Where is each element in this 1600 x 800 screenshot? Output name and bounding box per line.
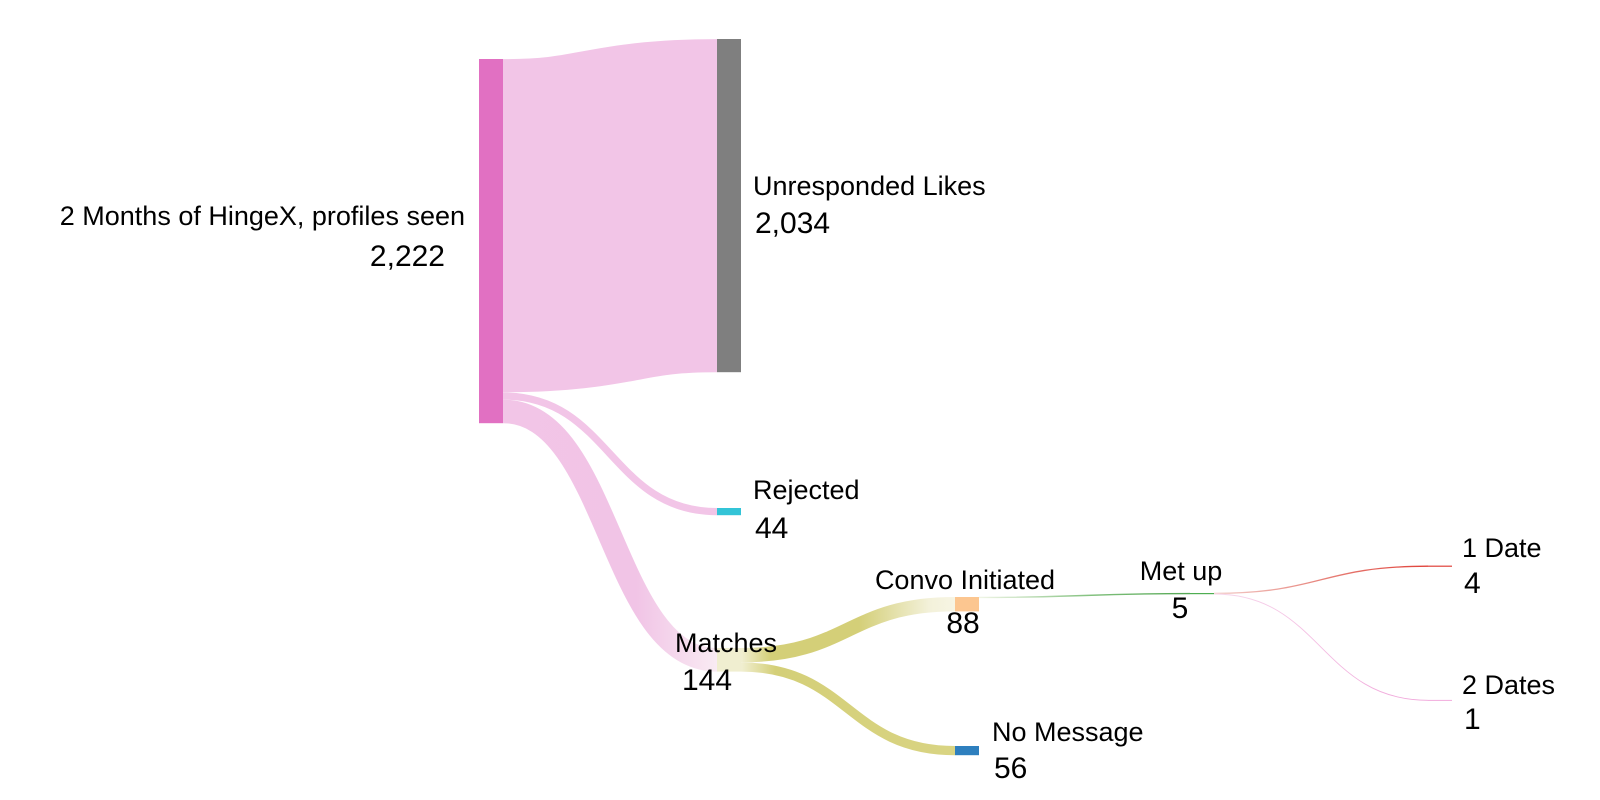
sankey-nodes [479,39,1452,756]
node-rejected[interactable] [717,508,741,516]
node-met-up[interactable] [1190,593,1214,595]
value-no-message: 56 [994,752,1027,785]
flow-profiles-to-unresponded [501,39,719,393]
label-unresponded-likes: Unresponded Likes [753,171,986,201]
label-profiles-seen: 2 Months of HingeX, profiles seen [60,201,465,231]
flow-metup-to-twodates [1213,593,1429,701]
flow-profiles-to-matches [502,399,718,672]
flow-profiles-to-rejected [502,392,718,516]
node-convo-initiated[interactable] [955,597,979,612]
value-profiles-seen: 2,222 [370,240,445,273]
sankey-labels: 2 Months of HingeX, profiles seen 2,222 … [60,171,1555,785]
label-two-dates: 2 Dates [1462,670,1555,700]
sankey-flows [501,39,1429,756]
value-two-dates: 1 [1464,703,1481,736]
label-matches: Matches [675,628,777,658]
node-no-message[interactable] [955,746,979,756]
value-met-up: 5 [1172,592,1189,625]
label-no-message: No Message [992,717,1144,747]
node-unresponded-likes[interactable] [717,39,741,373]
label-rejected: Rejected [753,475,860,505]
node-one-date[interactable] [1428,565,1452,567]
node-profiles-seen[interactable] [479,59,503,424]
value-rejected: 44 [755,512,788,545]
flow-metup-to-onedate [1213,565,1429,595]
label-one-date: 1 Date [1462,533,1542,563]
flow-convo-to-metup [978,592,1191,599]
label-convo-initiated: Convo Initiated [875,565,1055,595]
value-convo-initiated: 88 [946,607,979,640]
node-two-dates[interactable] [1428,699,1452,701]
value-unresponded-likes: 2,034 [755,207,830,240]
value-one-date: 4 [1464,567,1481,600]
label-met-up: Met up [1140,556,1223,586]
flow-matches-to-convo [740,597,956,663]
value-matches: 144 [682,664,732,697]
flow-matches-to-nomessage [740,662,956,756]
node-matches[interactable] [717,648,741,672]
